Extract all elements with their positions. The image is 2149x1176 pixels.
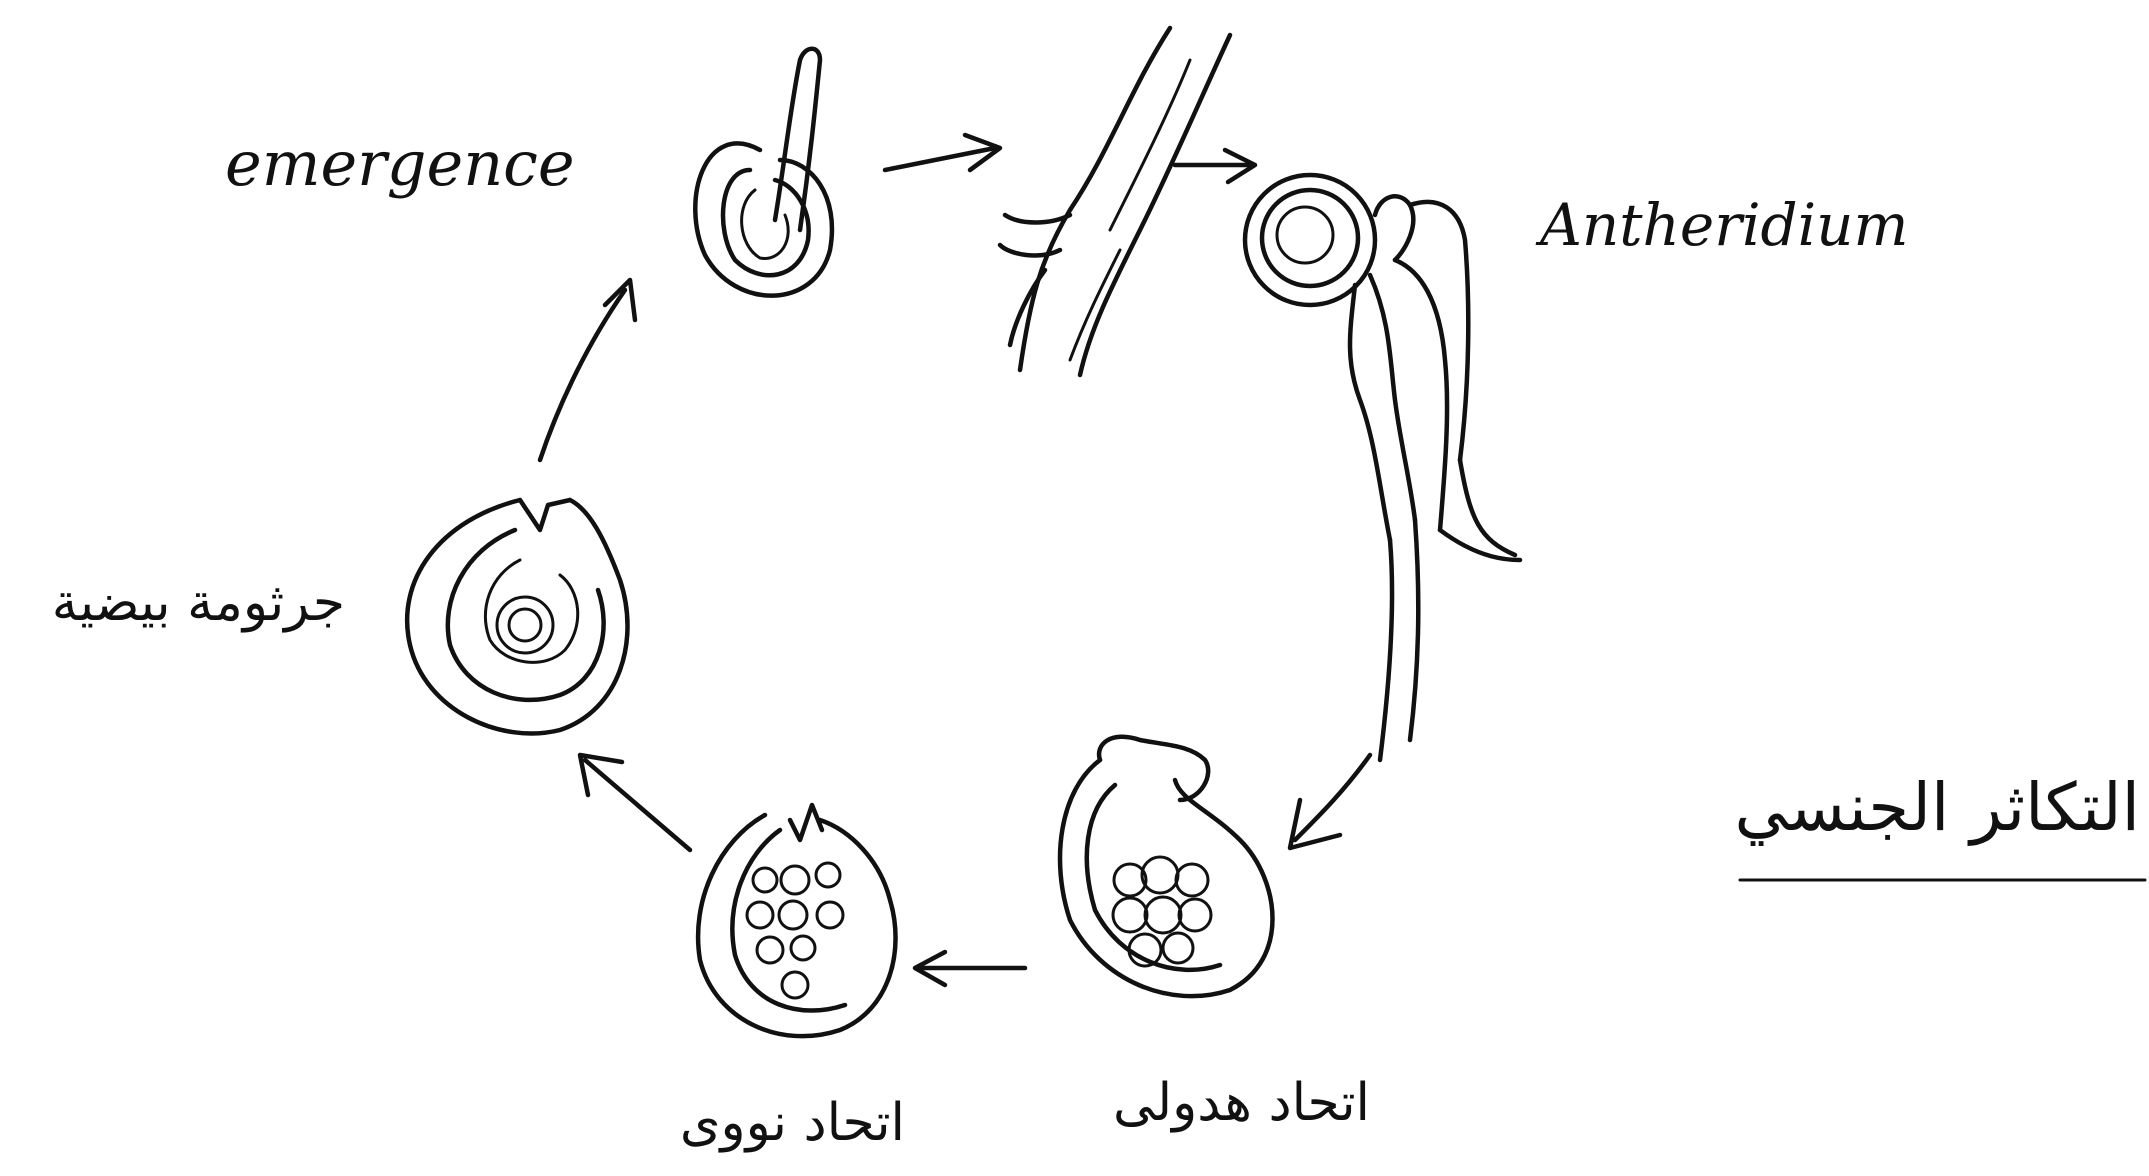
arrow-host-to-antheridium <box>1175 150 1255 182</box>
oospore-mature <box>407 500 627 733</box>
arrow-oospore-to-emergence <box>540 280 635 460</box>
arrow-antheridium-to-oogonium <box>1290 755 1370 848</box>
label-oospore: جرثومة بيضية <box>52 573 345 633</box>
label-antheridium: Antheridium <box>1535 191 1909 259</box>
arrow-oogonium-to-fusion <box>915 952 1025 985</box>
label-nuclear-fusion: اتحاد نووى <box>680 1093 905 1153</box>
nuclear-fusion-stage <box>698 805 895 1036</box>
label-male-fertilization: اتحاد هدولى <box>1113 1073 1370 1133</box>
arrow-emergence-to-host <box>885 135 1000 170</box>
host-hypha <box>1000 28 1230 375</box>
label-title: التكاثر الجنسي <box>1734 769 2140 846</box>
emergence-oospore <box>695 49 832 296</box>
label-emergence: emergence <box>225 127 575 200</box>
arrow-fusion-to-oospore <box>580 755 690 850</box>
antheridium-structure <box>1245 175 1520 760</box>
oogonium-fertilization <box>1060 737 1273 996</box>
